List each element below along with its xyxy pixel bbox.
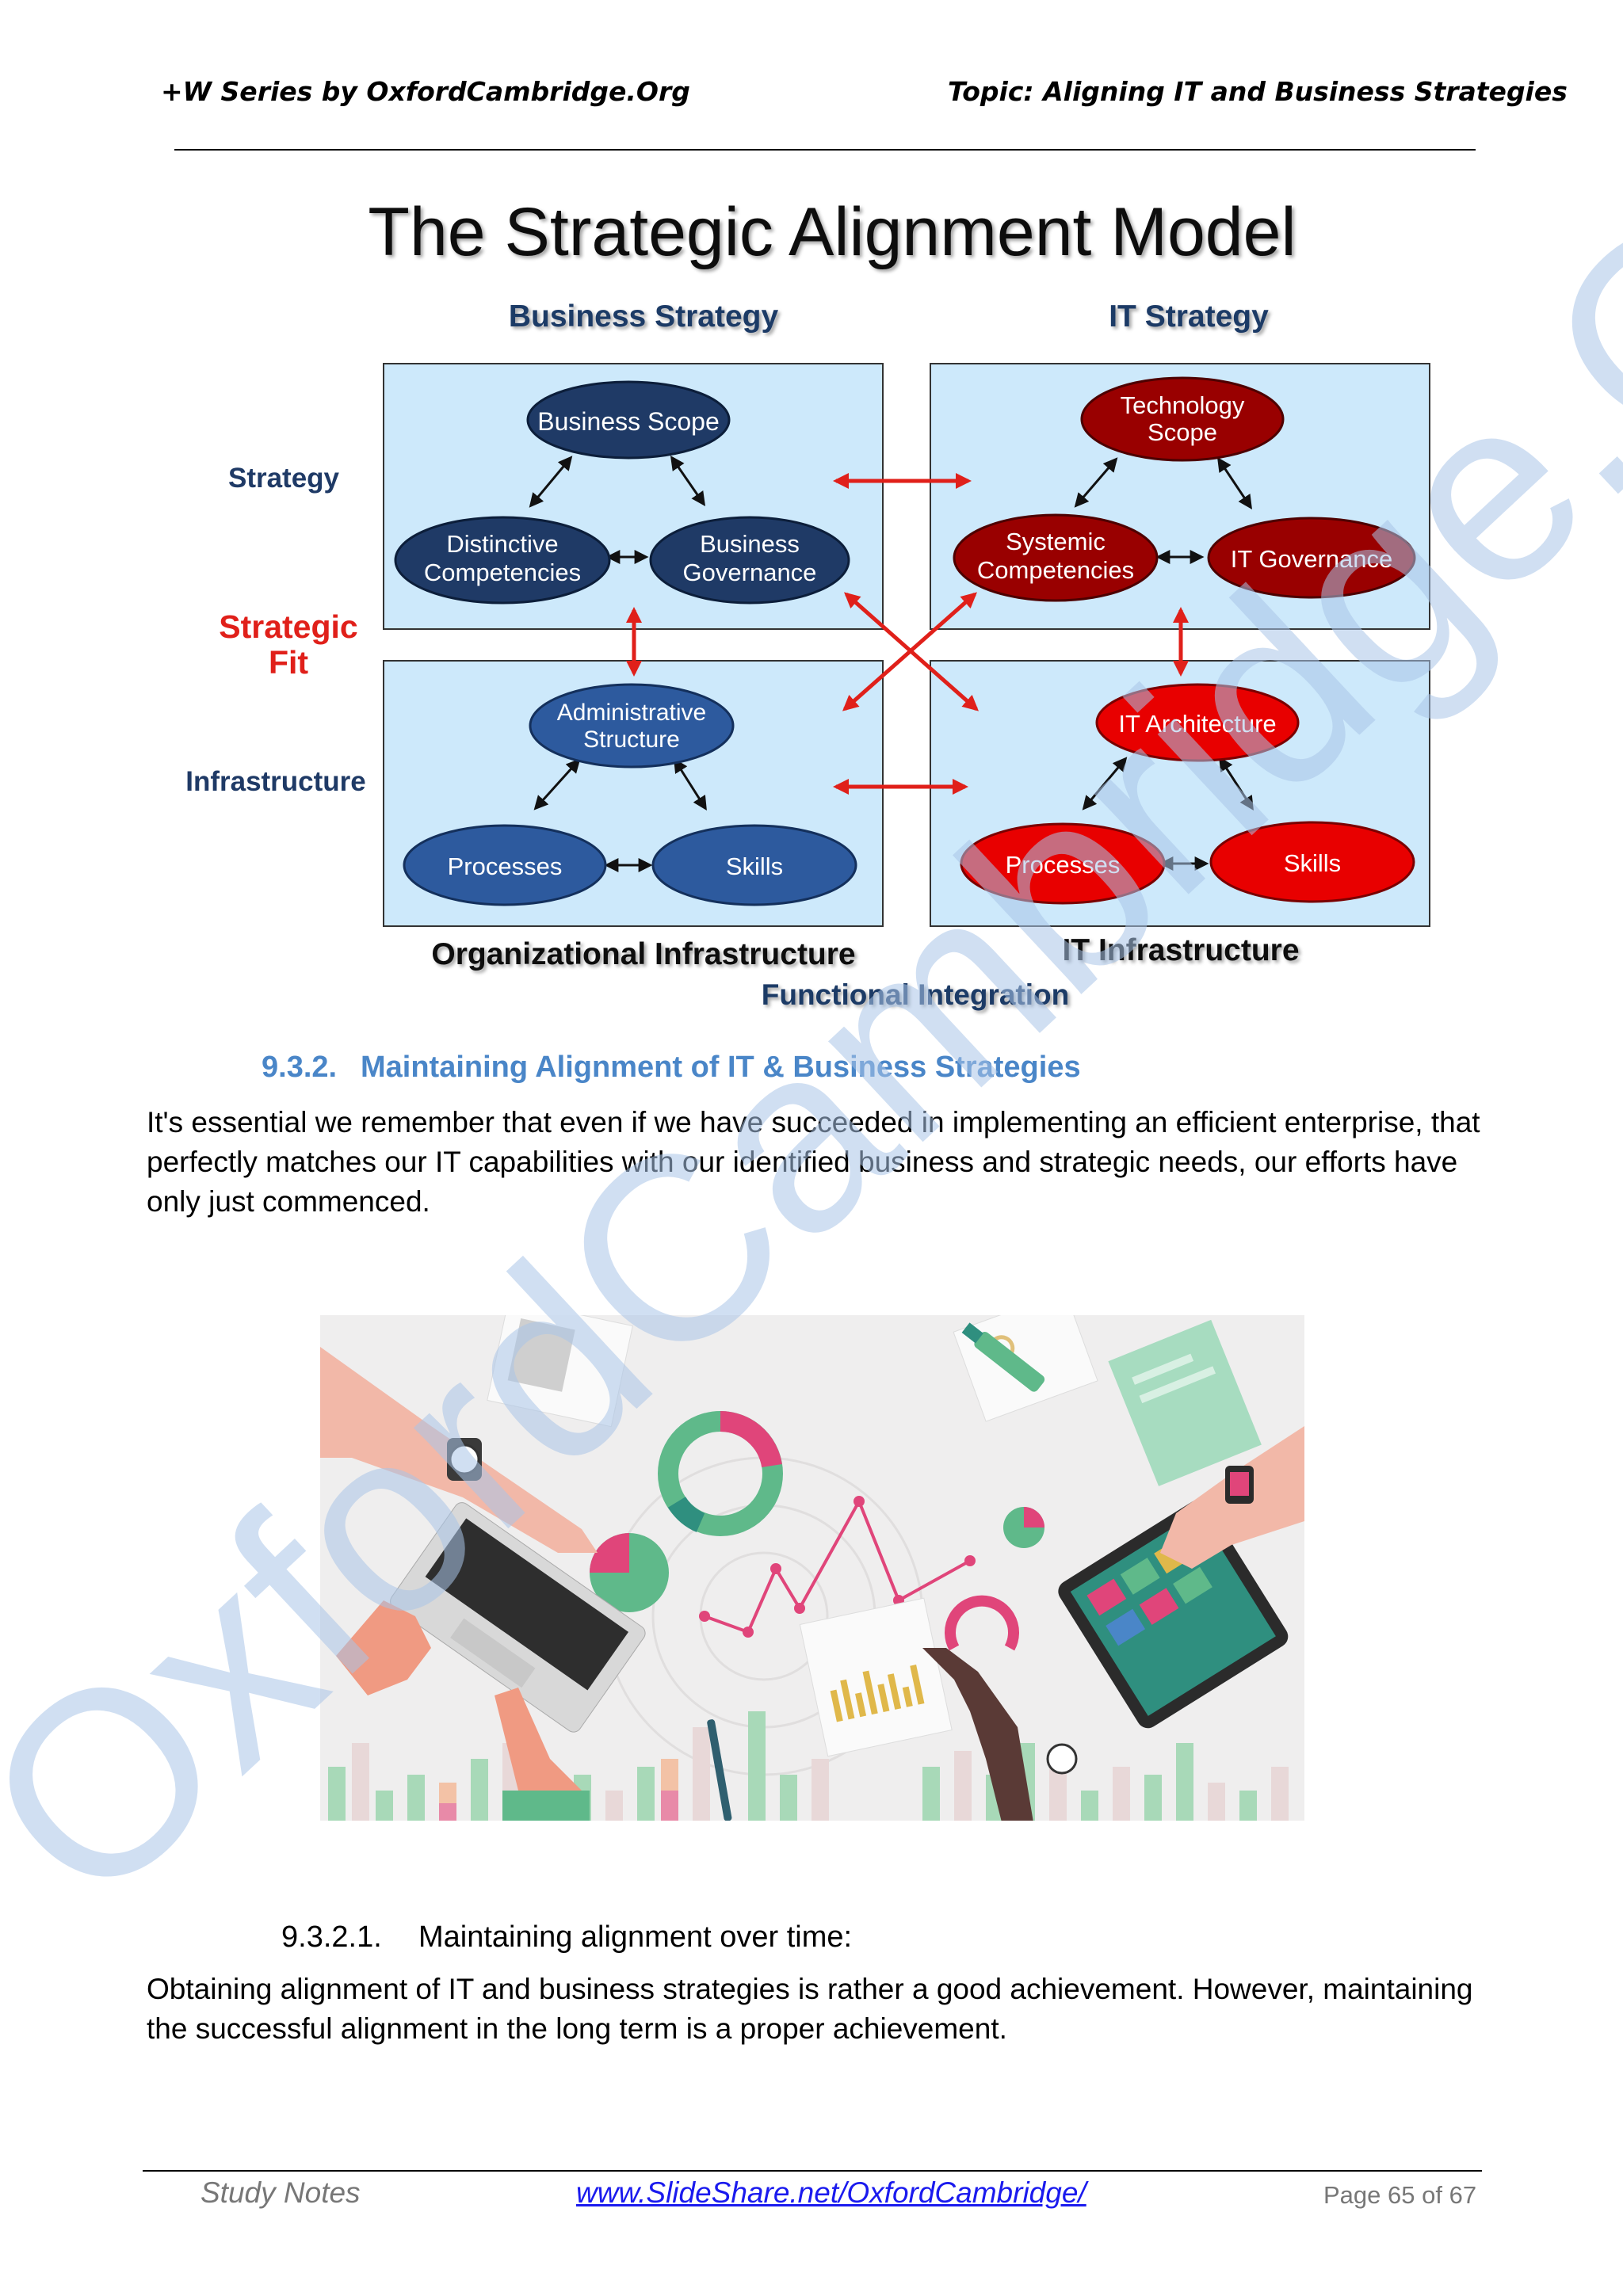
- arrow-scope-governance: [670, 456, 706, 506]
- node-it-governance: [1207, 517, 1416, 599]
- business-analytics-illustration: [320, 1315, 1304, 1821]
- arrow-scope-distinctive: [529, 456, 573, 508]
- pen-icon: [707, 1719, 732, 1821]
- node-distinctive-competencies: [394, 516, 611, 605]
- section-paragraph: It's essential we remember that even if …: [147, 1106, 1480, 1218]
- arrow-diagonal-2: [842, 592, 977, 711]
- column-business-strategy: Business Strategy: [509, 299, 779, 334]
- row-label-infrastructure: Infrastructure: [185, 766, 366, 797]
- footer-divider: [143, 2170, 1482, 2172]
- row-label-strategy: Strategy: [228, 463, 340, 494]
- model-title: The Strategic Alignment Model: [368, 194, 1296, 270]
- node-business-governance: [649, 516, 850, 605]
- node-administrative-structure: [529, 683, 735, 769]
- section-title: Maintaining Alignment of IT & Business S…: [361, 1051, 1081, 1084]
- node-it-processes: [960, 822, 1166, 905]
- strategic-alignment-model-diagram: The Strategic Alignment Model Business S…: [185, 194, 1430, 1011]
- marker-pen-icon: [961, 1322, 1045, 1392]
- node-admin-label-1: Administrative: [557, 700, 706, 726]
- footer-study-notes: Study Notes: [200, 2176, 361, 2209]
- subsection-title: Maintaining alignment over time:: [418, 1920, 853, 1954]
- node-it-skills: [1209, 821, 1415, 903]
- node-business-scope-label: Business Scope: [537, 407, 719, 436]
- node-it-arch-label: IT Architecture: [1118, 710, 1276, 738]
- arrow-admin-skills: [674, 757, 707, 811]
- line-chart-points: [699, 1496, 976, 1638]
- section-number: 9.3.2.: [262, 1051, 338, 1084]
- node-biz-gov-label-2: Governance: [683, 559, 817, 586]
- header-topic-title: Topic: Aligning IT and Business Strategi…: [948, 76, 1568, 107]
- node-org-processes: [403, 824, 607, 906]
- label-it-infrastructure: IT Infrastructure: [1062, 933, 1299, 967]
- node-systemic-label-1: Systemic: [1006, 528, 1106, 555]
- node-distinctive-label-2: Competencies: [424, 559, 581, 586]
- header-divider: [174, 149, 1476, 151]
- label-organizational-infrastructure: Organizational Infrastructure: [431, 937, 855, 971]
- node-org-skills: [651, 824, 857, 906]
- node-it-architecture: [1095, 683, 1300, 762]
- strategic-fit-label-line2: Fit: [269, 644, 308, 681]
- document-top-right: [1108, 1319, 1262, 1486]
- node-distinctive-label-1: Distinctive: [446, 530, 558, 558]
- hand-typing: [336, 1600, 590, 1821]
- footer-slideshare-link[interactable]: www.SlideShare.net/OxfordCambridge/: [576, 2176, 1086, 2209]
- arrow-techscope-systemic: [1074, 457, 1118, 508]
- strategic-fit-label-line1: Strategic: [219, 608, 357, 645]
- node-systemic-label-2: Competencies: [977, 556, 1134, 584]
- node-org-processes-label: Processes: [448, 852, 563, 880]
- node-systemic-competencies: [953, 513, 1159, 602]
- node-it-skills-label: Skills: [1284, 849, 1341, 877]
- node-admin-label-2: Structure: [583, 727, 680, 753]
- hand-pointing-top-left: [320, 1347, 598, 1553]
- section-heading: 9.3.2. Maintaining Alignment of IT & Busi…: [262, 1051, 1081, 1085]
- arrow-admin-processes: [533, 758, 581, 810]
- node-org-skills-label: Skills: [726, 852, 783, 880]
- node-it-gov-label: IT Governance: [1231, 545, 1392, 573]
- node-biz-gov-label-1: Business: [700, 530, 800, 558]
- header-series-title: +W Series by OxfordCambridge.Org: [161, 76, 690, 107]
- node-technology-scope: [1080, 376, 1285, 462]
- node-it-processes-label: Processes: [1006, 851, 1121, 879]
- node-tech-scope-label-2: Scope: [1148, 418, 1217, 446]
- subsection-heading: 9.3.2.1. Maintaining alignment over time:: [281, 1920, 852, 1955]
- label-functional-integration: Functional Integration: [762, 978, 1069, 1011]
- document-top-left: [487, 1315, 633, 1428]
- node-tech-scope-label-1: Technology: [1121, 391, 1245, 419]
- laptop-icon: [390, 1502, 646, 1733]
- hand-tapping-tablet: [1160, 1426, 1304, 1569]
- arrow-techscope-itgov: [1217, 457, 1252, 509]
- column-it-strategy: IT Strategy: [1109, 299, 1269, 334]
- hand-pointing-bottom-center: [922, 1648, 1078, 1821]
- arrow-itarch-processes: [1082, 757, 1128, 810]
- bottom-bar-chart: [328, 1711, 1289, 1821]
- subsection-paragraph: Obtaining alignment of IT and business s…: [147, 1973, 1473, 2045]
- footer-page-number: Page 65 of 67: [1323, 2181, 1477, 2209]
- node-business-scope: [526, 380, 731, 460]
- arrow-itarch-skills: [1219, 756, 1254, 811]
- subsection-number: 9.3.2.1.: [281, 1920, 382, 1954]
- gauge-icon: [945, 1595, 1019, 1651]
- document-bar-chart: [799, 1597, 953, 1757]
